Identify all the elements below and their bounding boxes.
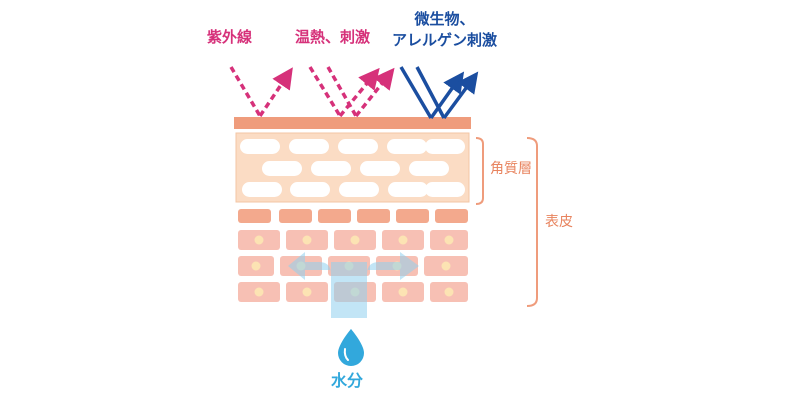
stratum-corneum-bracket (475, 137, 484, 205)
microbe-label-line-1: 微生物、 (414, 10, 475, 28)
heat-arrows (308, 66, 395, 118)
epidermis-row-2 (238, 230, 468, 250)
epidermis-bracket (526, 137, 538, 307)
uv-arrows (229, 66, 293, 117)
stratum-corneum (235, 132, 470, 203)
water-drop-icon (338, 329, 364, 366)
microbe-allergen-label: 微生物、 アレルゲン刺激 (392, 9, 497, 51)
stratum-corneum-label: 角質層 (490, 161, 532, 177)
epidermis-row-1 (238, 209, 468, 223)
heat-stimulus-label: 温熱、刺激 (295, 28, 371, 46)
water-flow-arrows (288, 252, 419, 318)
skin-surface-layer (234, 117, 471, 129)
microbe-label-line-2: アレルゲン刺激 (392, 31, 498, 49)
microbe-arrows (399, 66, 479, 120)
epidermis-label: 表皮 (545, 214, 573, 230)
uv-label: 紫外線 (207, 28, 253, 46)
water-label: 水分 (331, 371, 364, 390)
